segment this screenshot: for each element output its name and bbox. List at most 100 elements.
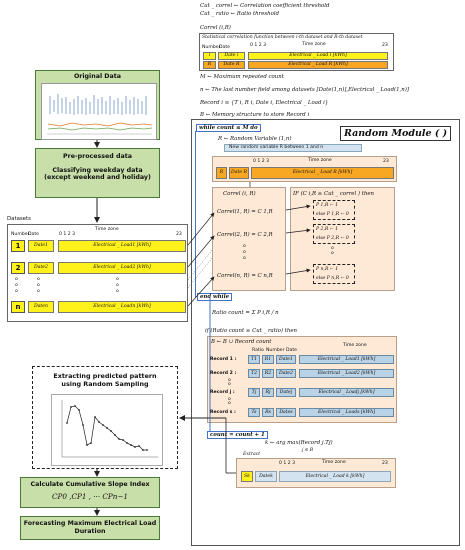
record-2-label: Record 2 : bbox=[210, 371, 237, 376]
record-j-date: Datej bbox=[276, 388, 296, 397]
correl-row-1: Correl(1, R) = C 1,R bbox=[217, 209, 273, 215]
pn-false: else P n,R ← 0 bbox=[316, 276, 349, 281]
mini-row-r-load: Electrical _ Load R [kWh] bbox=[248, 61, 388, 69]
r-record-box: 0 1 2 3 Time zone 23 R Date R Electrical… bbox=[212, 156, 397, 182]
mini-row-i-load: Electrical _ Load i [kWh] bbox=[248, 52, 388, 60]
extract-pattern-box: Extracting predicted pattern using Rando… bbox=[32, 366, 178, 469]
datasets-col-number: Number bbox=[11, 232, 30, 237]
random-module-box: Random Module ( ) bbox=[191, 119, 460, 546]
ratio-formula: Ratio count = Σ P i,R / n bbox=[212, 310, 279, 316]
extract-label: Extract bbox=[243, 452, 261, 457]
preprocessed-box: Pre-processed data Classifying weekday d… bbox=[35, 148, 160, 198]
if-column: IF (C i,R ≥ Cut _ correl ) then P 1,R ← … bbox=[290, 187, 395, 291]
record-2-load: Electrical _ Load2 [kWh] bbox=[299, 369, 394, 378]
dataset-n-load: Electrical _ Loadn [kWh] bbox=[58, 301, 186, 313]
dataset-n-number: n bbox=[11, 301, 25, 313]
preprocessed-title: Pre-processed data bbox=[62, 153, 133, 160]
original-data-plot bbox=[41, 83, 157, 140]
slope-index-title: Calculate Cumulative Slope Index bbox=[30, 481, 150, 488]
dataset-1-number: 1 bbox=[11, 240, 25, 252]
def-cut-ratio: Cut _ ratio ← Ratio threshold bbox=[200, 11, 280, 17]
def-correl-label: Correl (i,R) bbox=[200, 25, 231, 31]
correl-definition-box: Statistical correlation function between… bbox=[199, 33, 394, 71]
k-num-cell: Sk bbox=[241, 471, 253, 482]
k-zone: Time zone bbox=[322, 460, 346, 465]
r-subtitle: New random variable R between 1 and n bbox=[224, 144, 362, 152]
original-data-plot-svg bbox=[47, 94, 153, 135]
r-assign: R ← Random Variable (1,n) bbox=[218, 136, 292, 142]
k-record-box: 0 1 2 3 Time zone 23 Sk Datek Electrical… bbox=[236, 458, 396, 488]
mini-col-number: Number bbox=[202, 45, 221, 50]
dataset-1-load: Electrical _ Load1 [kWh] bbox=[58, 240, 186, 252]
count-increment: count = count + 1 bbox=[207, 431, 268, 440]
correl-description: Statistical correlation function between… bbox=[202, 35, 363, 40]
classifying-title: Classifying weekday data (except weekend… bbox=[44, 166, 151, 182]
def-b: B ← Memory structure to store Record i bbox=[200, 112, 310, 118]
record-j-label: Record j : bbox=[210, 390, 235, 395]
dataset-2-number: 2 bbox=[11, 262, 25, 274]
p2-block: P 2,R ← 1 else P 2,R ← 0 bbox=[313, 224, 355, 244]
def-record: Record i ≡ {T i, R i, Date i, Electrical… bbox=[200, 100, 329, 106]
record-s-r: Rs bbox=[262, 408, 274, 417]
b-assign: B ← B ∪ Record count bbox=[211, 339, 272, 345]
record-j-load: Electrical _ Loadj [kWh] bbox=[299, 388, 394, 397]
mini-row-i-num: i bbox=[203, 52, 216, 60]
original-data-title: Original Data bbox=[73, 73, 122, 80]
pn-block: P n,R ← 1 else P n,R ← 0 bbox=[313, 264, 355, 284]
def-cut-correl: Cut _ correl ← Correlation coefficient t… bbox=[200, 3, 330, 9]
rec-zone: Time zone bbox=[343, 343, 367, 348]
rec-head-ratio: Ratio bbox=[252, 348, 264, 353]
end-while: end while bbox=[197, 293, 233, 302]
forecast-title: Forecasting Maximum Electrical Load Dura… bbox=[23, 520, 157, 535]
record-1-r: R1 bbox=[262, 355, 274, 364]
mini-zone: Time zone bbox=[302, 42, 326, 47]
record-s-label: Record s : bbox=[210, 410, 236, 415]
record-s-date: Dates bbox=[276, 408, 296, 417]
datasets-ticks: 0 1 2 3 bbox=[59, 232, 76, 237]
p2-false: else P 2,R ← 0 bbox=[316, 236, 349, 241]
dataset-2-date: Date2 bbox=[28, 262, 54, 274]
correl-column: Correl (i, R) Correl(1, R) = C 1,R Corre… bbox=[212, 187, 286, 291]
p1-block: P 1,R ← 1 else P 1,R ← 0 bbox=[313, 200, 355, 220]
record-2-t: T2 bbox=[248, 369, 260, 378]
original-data-box: Original Data bbox=[35, 70, 160, 140]
mini-ticks: 0 1 2 3 bbox=[250, 43, 267, 48]
r-tick-end: 23 bbox=[383, 159, 389, 164]
while-header: while count ≤ M do bbox=[196, 124, 261, 133]
mini-row-r-date: Date R bbox=[218, 61, 245, 69]
record-s-load: Electrical _ Loads [kWh] bbox=[299, 408, 394, 417]
mini-row-i-date: Date i bbox=[218, 52, 245, 60]
k-ticks: 0 1 2 3 bbox=[279, 461, 296, 466]
extract-pattern-title: Extracting predicted pattern using Rando… bbox=[53, 372, 157, 388]
p2-true: P 2,R ← 1 bbox=[316, 227, 339, 232]
correl-row-2: Correl(2, R) = C 2,R bbox=[217, 232, 273, 238]
cp-list: CP0 ,CP1 , ··· CPn−1 bbox=[52, 491, 128, 501]
def-n: n ← The last number field among datasets… bbox=[200, 87, 409, 93]
k-date-cell: Datek bbox=[255, 471, 277, 482]
datasets-label: Datasets bbox=[7, 216, 31, 222]
while-loop-bracket bbox=[195, 131, 214, 297]
k-load-cell: Electrical _ Load k [kWh] bbox=[279, 471, 391, 482]
datasets-col-date: Date bbox=[28, 232, 39, 237]
k-tick-end: 23 bbox=[382, 461, 388, 466]
record-1-date: Date1 bbox=[276, 355, 296, 364]
rec-head-date: Date bbox=[286, 348, 297, 353]
dataset-1-date: Date1 bbox=[28, 240, 54, 252]
r-ticks: 0 1 2 3 bbox=[253, 159, 270, 164]
extract-pattern-plot bbox=[51, 394, 163, 466]
r-load-cell: Electrical _ Load R [kWh] bbox=[251, 167, 394, 179]
k-subscript: j ∈ B bbox=[302, 448, 314, 453]
datasets-table: Number Date 0 1 2 3 Time zone 23 1 Date1… bbox=[7, 224, 188, 322]
mini-row-r-num: R bbox=[203, 61, 216, 69]
mini-tick-end: 23 bbox=[382, 43, 388, 48]
record-1-load: Electrical _ Load1 [kWh] bbox=[299, 355, 394, 364]
def-m: M ← Maximum repeated count bbox=[200, 74, 284, 80]
datasets-zone: Time zone bbox=[95, 227, 119, 232]
